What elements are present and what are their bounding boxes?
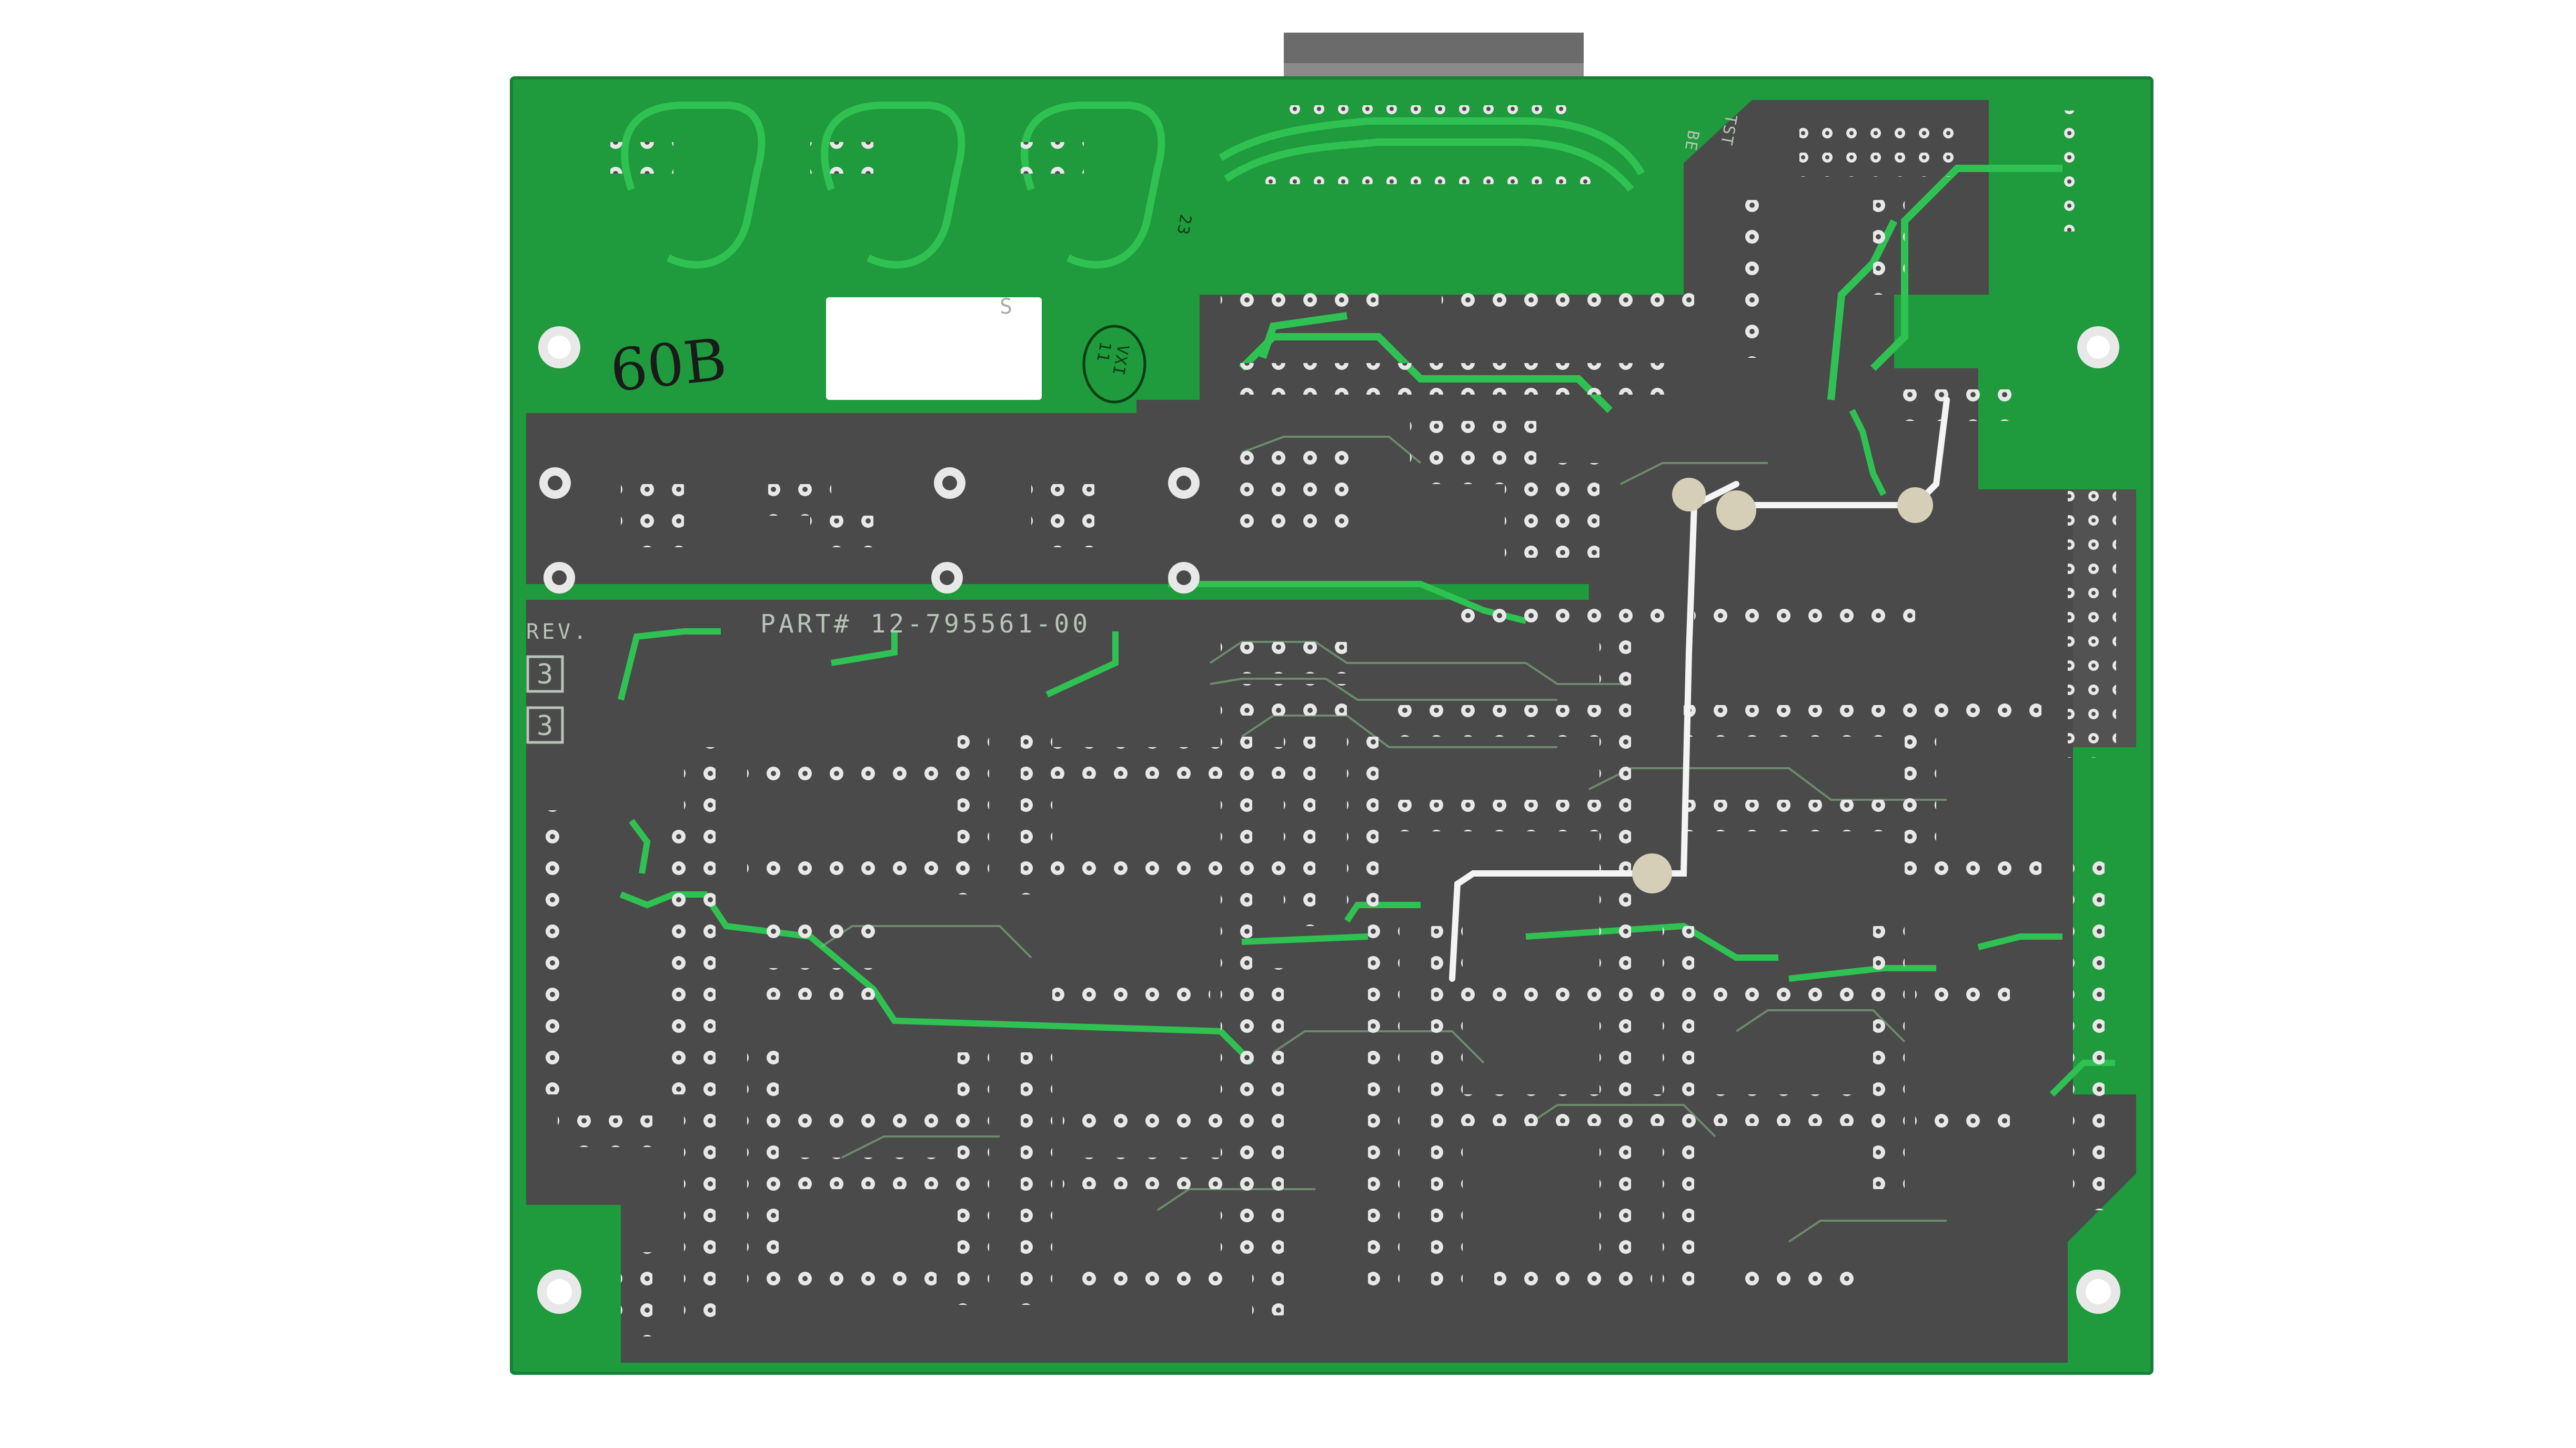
rev-value-1: 3 [537,659,557,690]
be-mark: BE [1681,128,1703,153]
ic-footprints [747,600,2041,1294]
sticker-text: S [1000,295,1013,319]
solder-blobs [1632,478,1933,893]
right-pin-header [2068,484,2116,758]
rev-label: REV. [526,620,590,644]
paper-sticker [826,297,1042,400]
mounting-holes [537,326,2120,1314]
ground-plane-main [526,100,2136,1363]
vxi-stamp [1082,325,1146,404]
handwritten-marking: 60B [607,325,730,405]
part-number-label: PART# 12-795561-00 [760,609,1091,639]
vxi-stamp-text: VXI 11 [1092,340,1132,378]
rev-value-2: 3 [537,710,557,742]
small-mark: 23 [1173,213,1195,237]
